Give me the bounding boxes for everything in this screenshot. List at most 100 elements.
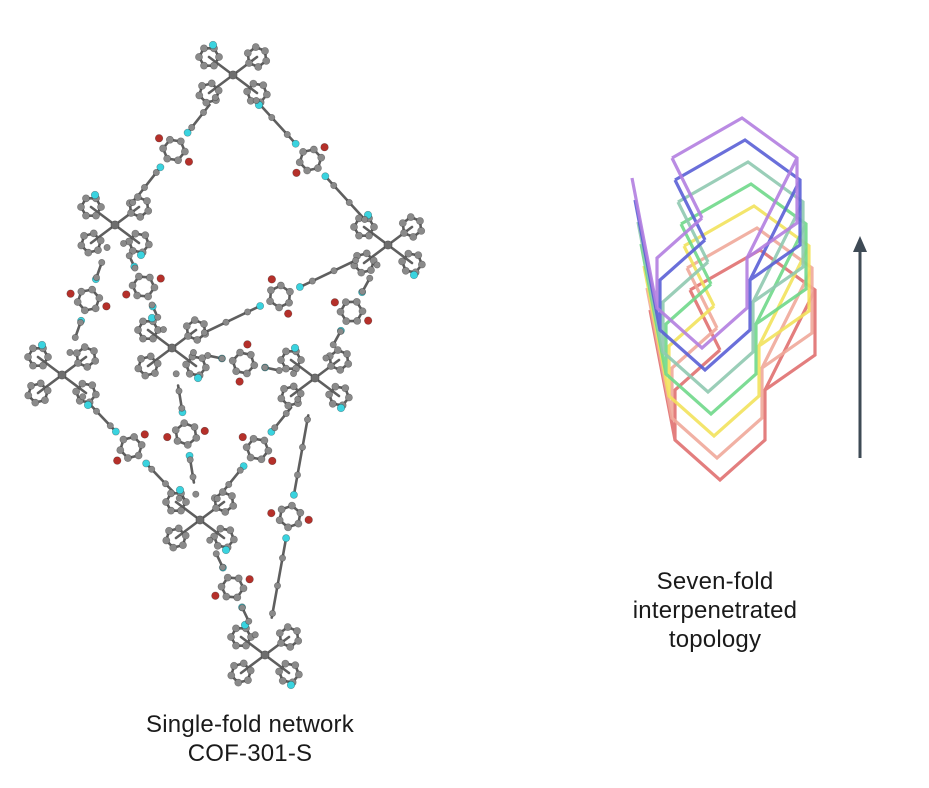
carbon-atom xyxy=(228,672,235,679)
carbon-atom xyxy=(200,109,206,115)
carbon-atom xyxy=(143,197,150,204)
carbon-atom xyxy=(129,282,136,289)
carbon-atom xyxy=(97,237,104,244)
carbon-atom xyxy=(304,416,310,422)
carbon-atom xyxy=(332,383,339,390)
carbon-atom xyxy=(284,623,291,630)
carbon-atom xyxy=(181,420,188,427)
carbon-atom xyxy=(32,399,39,406)
oxygen-atom xyxy=(236,378,244,386)
carbon-atom xyxy=(176,495,182,501)
carbon-atom xyxy=(77,319,83,325)
fluorine-atom xyxy=(194,374,202,382)
carbon-atom xyxy=(362,216,368,222)
stacking-arrow-icon xyxy=(853,236,867,458)
carbon-atom xyxy=(295,520,302,527)
carbon-atom xyxy=(215,87,222,94)
carbon-atom xyxy=(247,454,254,461)
carbon-atom xyxy=(73,388,80,395)
carbon-atom xyxy=(295,637,302,644)
bond xyxy=(325,176,362,217)
carbon-atom xyxy=(355,232,362,239)
carbon-atom xyxy=(218,583,225,590)
carbon-atom xyxy=(190,474,196,480)
carbon-atom xyxy=(99,259,105,265)
carbon-atom xyxy=(191,316,198,323)
carbon-atom xyxy=(295,671,302,678)
oxygen-atom xyxy=(305,516,313,524)
carbon-atom xyxy=(189,124,195,130)
carbon-atom xyxy=(352,257,358,263)
carbon-atom xyxy=(72,334,78,340)
carbon-atom xyxy=(134,292,141,299)
carbon-atom xyxy=(399,258,406,265)
carbon-atom xyxy=(149,302,155,308)
carbon-atom xyxy=(246,618,252,624)
carbon-atom xyxy=(153,169,159,175)
carbon-atom xyxy=(292,662,299,669)
carbon-atom xyxy=(145,241,152,248)
carbon-atom xyxy=(141,184,147,190)
carbon-atom xyxy=(337,328,343,334)
carbon-atom xyxy=(137,355,144,362)
oxygen-atom xyxy=(293,169,301,177)
carbon-atom xyxy=(323,355,329,361)
carbon-atom xyxy=(240,660,247,667)
carbon-atom xyxy=(155,314,161,320)
carbon-atom xyxy=(84,363,91,370)
carbon-atom xyxy=(73,350,80,357)
carbon-atom xyxy=(407,213,414,220)
nitrogen-atom xyxy=(322,173,329,180)
carbon-atom xyxy=(200,320,207,327)
carbon-atom xyxy=(166,136,173,143)
carbon-atom xyxy=(213,551,219,557)
carbon-atom xyxy=(260,82,267,89)
carbon-atom xyxy=(277,282,284,289)
oxygen-atom xyxy=(157,275,165,283)
carbon-atom xyxy=(120,240,126,246)
fluorine-atom xyxy=(410,271,418,279)
carbon-atom xyxy=(329,400,336,407)
arrow-head xyxy=(853,236,867,252)
carbon-atom xyxy=(135,273,142,280)
carbon-atom xyxy=(261,437,268,444)
carbon-atom xyxy=(230,502,237,509)
carbon-atom xyxy=(176,388,182,394)
carbon-atom xyxy=(78,288,85,295)
carbon-atom xyxy=(399,220,406,227)
carbon-atom xyxy=(318,154,325,161)
carbon-atom xyxy=(227,633,234,640)
carbon-atom xyxy=(27,382,34,389)
oxygen-atom xyxy=(201,427,209,435)
carbon-atom xyxy=(162,498,169,505)
carbon-atom xyxy=(418,261,425,268)
carbon-atom xyxy=(299,148,306,155)
carbon-atom xyxy=(274,583,280,589)
carbon-atom xyxy=(179,405,185,411)
carbon-atom xyxy=(92,391,99,398)
carbon-atom xyxy=(167,507,174,514)
carbon-atom xyxy=(370,223,377,230)
carbon-atom xyxy=(93,274,99,280)
carbon-atom xyxy=(345,394,352,401)
carbon-atom xyxy=(230,662,237,669)
carbon-atom xyxy=(78,242,85,249)
carbon-atom xyxy=(219,355,225,361)
carbon-atom xyxy=(331,182,337,188)
carbon-atom xyxy=(343,350,350,357)
carbon-atom xyxy=(252,632,258,638)
carbon-atom xyxy=(223,593,230,600)
carbon-atom xyxy=(107,423,113,429)
oxygen-atom xyxy=(141,431,149,439)
carbon-atom xyxy=(363,250,370,257)
carbon-atom xyxy=(182,498,189,505)
carbon-atom xyxy=(44,387,51,394)
carbon-atom xyxy=(279,677,286,684)
fluorine-atom xyxy=(291,344,299,352)
carbon-atom xyxy=(193,491,199,497)
carbon-atom xyxy=(24,353,31,360)
bond xyxy=(259,103,296,144)
bond xyxy=(300,261,354,287)
carbon-atom xyxy=(175,525,182,532)
carbon-atom xyxy=(235,575,242,582)
